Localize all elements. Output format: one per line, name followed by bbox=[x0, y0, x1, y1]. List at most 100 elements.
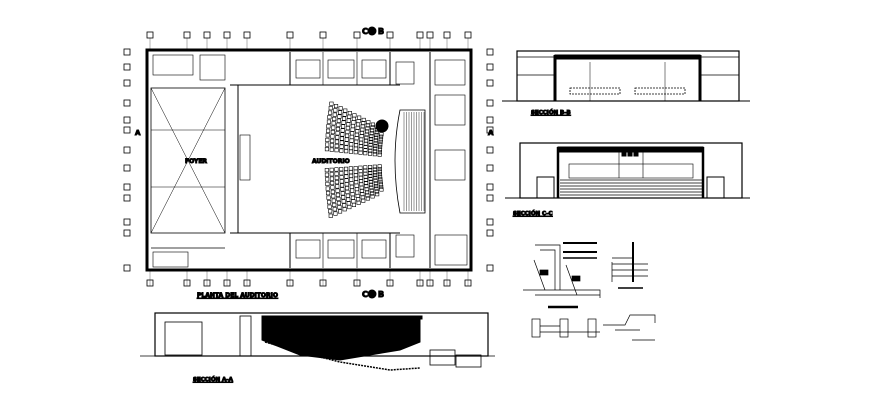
service-rooms bbox=[152, 54, 468, 268]
seat bbox=[333, 108, 338, 113]
seat bbox=[353, 176, 359, 181]
seat bbox=[334, 139, 340, 144]
seat bbox=[344, 174, 349, 179]
seat bbox=[327, 115, 332, 120]
seat bbox=[330, 189, 335, 194]
seat bbox=[363, 174, 368, 179]
seat bbox=[351, 120, 356, 125]
seat bbox=[325, 142, 330, 147]
floor-plan: FOYER AUDITORIO A A C B C B PLANTA DEL A… bbox=[123, 26, 495, 300]
seat bbox=[358, 147, 363, 152]
seat bbox=[377, 172, 383, 177]
seat bbox=[373, 146, 378, 151]
seat bbox=[357, 115, 362, 120]
seat bbox=[351, 199, 356, 204]
room bbox=[434, 59, 466, 86]
stage-boards bbox=[403, 112, 425, 211]
seat bbox=[331, 198, 336, 203]
seat bbox=[378, 179, 383, 184]
seat bbox=[346, 197, 351, 202]
grid-bubble bbox=[353, 31, 361, 39]
seat bbox=[347, 205, 352, 210]
seat bbox=[373, 175, 378, 180]
seat bbox=[336, 122, 341, 127]
grid-bubble bbox=[123, 48, 131, 56]
seat bbox=[358, 175, 363, 180]
seat bbox=[364, 184, 369, 189]
seat bbox=[355, 122, 361, 127]
seat bbox=[377, 147, 383, 152]
grid-bubble bbox=[486, 183, 494, 191]
seat bbox=[363, 165, 368, 170]
room bbox=[361, 59, 387, 79]
seat bbox=[333, 104, 339, 109]
seat bbox=[377, 150, 382, 155]
seat bbox=[349, 142, 354, 147]
foyer-counter bbox=[239, 134, 251, 181]
seat bbox=[331, 121, 336, 126]
seat bbox=[378, 139, 383, 144]
seat bbox=[343, 108, 348, 113]
section-b-b-title: SECCIÓN B-B bbox=[531, 109, 571, 116]
seat bbox=[363, 168, 368, 173]
seat bbox=[342, 203, 347, 208]
seat bbox=[372, 164, 377, 169]
seat bbox=[353, 150, 358, 155]
seat bbox=[340, 191, 345, 196]
grid-bubble bbox=[486, 99, 494, 107]
seat bbox=[372, 167, 377, 172]
seat bbox=[363, 144, 368, 149]
seat bbox=[358, 150, 363, 155]
seat bbox=[330, 130, 335, 135]
seat bbox=[326, 124, 331, 129]
seat bbox=[339, 171, 344, 176]
svg-text:C: C bbox=[362, 290, 368, 299]
seat bbox=[363, 148, 368, 153]
seat bbox=[361, 198, 366, 203]
seat bbox=[354, 180, 359, 185]
seat bbox=[337, 114, 342, 119]
seat bbox=[365, 123, 370, 128]
grid-bubble bbox=[123, 218, 131, 226]
section-b-b: SECCIÓN B-B bbox=[502, 50, 750, 117]
section-a-a: SECCIÓN A-A bbox=[140, 312, 495, 384]
seat bbox=[364, 129, 370, 134]
seat bbox=[364, 190, 370, 195]
seat bbox=[358, 172, 363, 177]
seat bbox=[334, 148, 339, 153]
seat bbox=[341, 199, 346, 204]
seat bbox=[345, 126, 350, 131]
seat bbox=[324, 172, 330, 177]
room bbox=[295, 239, 321, 259]
seat bbox=[336, 201, 342, 206]
seat bbox=[349, 138, 354, 143]
stage bbox=[394, 109, 426, 214]
foyer-void-diagonal bbox=[150, 87, 226, 234]
grid-bubble bbox=[123, 183, 131, 191]
seat bbox=[363, 177, 368, 182]
seat bbox=[339, 167, 344, 172]
seat bbox=[349, 181, 354, 186]
seat bbox=[344, 141, 349, 146]
seat bbox=[328, 106, 333, 111]
seat bbox=[374, 189, 379, 194]
seat bbox=[379, 187, 384, 192]
seat bbox=[328, 209, 333, 214]
grid-bubble bbox=[426, 31, 434, 39]
seat bbox=[342, 207, 347, 212]
seat bbox=[350, 127, 355, 132]
seat bbox=[356, 200, 361, 205]
seat bbox=[359, 137, 364, 142]
seat bbox=[334, 143, 339, 148]
seat bbox=[347, 111, 352, 116]
seat bbox=[344, 133, 350, 138]
seat bbox=[331, 125, 336, 130]
seat bbox=[363, 151, 368, 156]
seat bbox=[355, 193, 360, 198]
seat bbox=[374, 184, 379, 189]
grid-bubble bbox=[486, 126, 494, 134]
seat bbox=[340, 187, 345, 192]
seat bbox=[355, 125, 360, 130]
seat bbox=[335, 188, 340, 193]
seat bbox=[339, 179, 344, 184]
